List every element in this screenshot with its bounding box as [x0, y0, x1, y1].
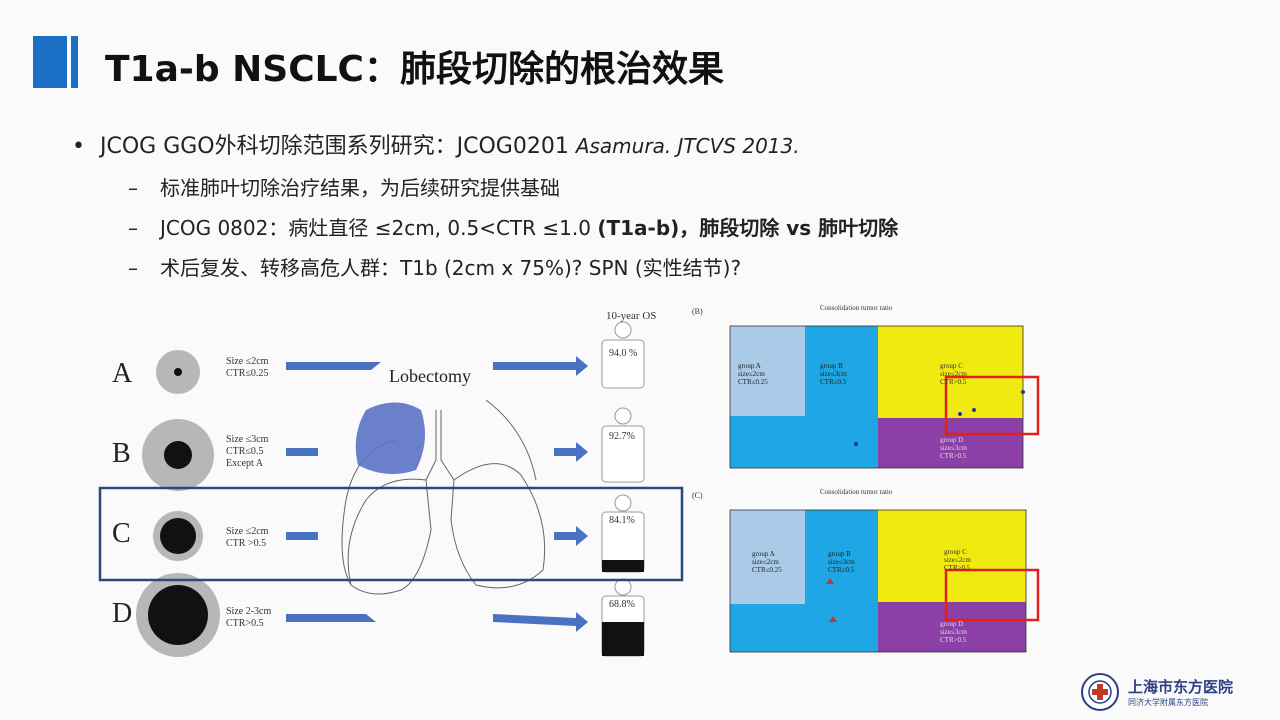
lobectomy-figure-graphics — [98, 321, 684, 657]
os-header: 10-year OS — [606, 310, 657, 322]
hospital-logo-icon — [1081, 673, 1119, 711]
row-c-os: 84.1% — [609, 515, 635, 526]
row-c-highlight-box — [98, 486, 684, 582]
sub-bullet-1-text: 标准肺叶切除治疗结果，为后续研究提供基础 — [160, 176, 560, 200]
bullet-text: JCOG GGO外科切除范围系列研究：JCOG0201 — [100, 134, 576, 159]
row-d-os: 68.8% — [609, 599, 635, 610]
row-a-os: 94.0 % — [609, 348, 638, 359]
chart-c-panel-label: (C) — [692, 491, 703, 500]
sub-bullet-3: –术后复发、转移高危人群：T1b (2cm x 75%)? SPN (实性结节)… — [128, 256, 742, 280]
hospital-name: 上海市东方医院 — [1128, 678, 1234, 696]
bullet-citation: Asamura. JTCVS 2013. — [575, 134, 800, 158]
slide-title: T1a-b NSCLC：肺段切除的根治效果 — [105, 49, 724, 90]
sub-bullet-2-text: JCOG 0802：病灶直径 ≤2cm, 0.5<CTR ≤1.0 — [160, 216, 598, 240]
row-a-label: A — [112, 358, 133, 389]
person-icon-2 — [601, 407, 645, 483]
chart-b-title: Consolidation tumor ratio — [820, 304, 893, 312]
title-accent-bar — [33, 36, 67, 88]
person-icon-1 — [601, 321, 645, 389]
row-d-label: D — [112, 598, 133, 629]
chart-b-highlight — [944, 375, 1040, 436]
lobe-highlight-icon — [355, 402, 425, 474]
bullet-jcog: •JCOG GGO外科切除范围系列研究：JCOG0201 Asamura. JT… — [72, 134, 800, 159]
title-accent-bar-thin — [71, 36, 78, 88]
chart-c-highlight — [944, 568, 1040, 622]
hospital-subname: 同济大学附属东方医院 — [1128, 698, 1208, 707]
row-b-os: 92.7% — [609, 431, 635, 442]
chart-c-title: Consolidation tumor ratio — [820, 488, 893, 496]
person-icon-3 — [601, 494, 645, 573]
row-c-label: C — [112, 518, 131, 549]
sub-bullet-1: –标准肺叶切除治疗结果，为后续研究提供基础 — [128, 176, 560, 200]
sub-bullet-3-text: 术后复发、转移高危人群：T1b (2cm x 75%)? SPN (实性结节)? — [160, 256, 742, 280]
sub-bullet-2-bold: (T1a-b)，肺段切除 vs 肺叶切除 — [597, 216, 899, 240]
procedure-label: Lobectomy — [389, 366, 471, 386]
row-b-label: B — [112, 438, 131, 469]
sub-bullet-2: –JCOG 0802：病灶直径 ≤2cm, 0.5<CTR ≤1.0 (T1a-… — [128, 216, 899, 240]
chart-b-panel-label: (B) — [692, 307, 703, 316]
